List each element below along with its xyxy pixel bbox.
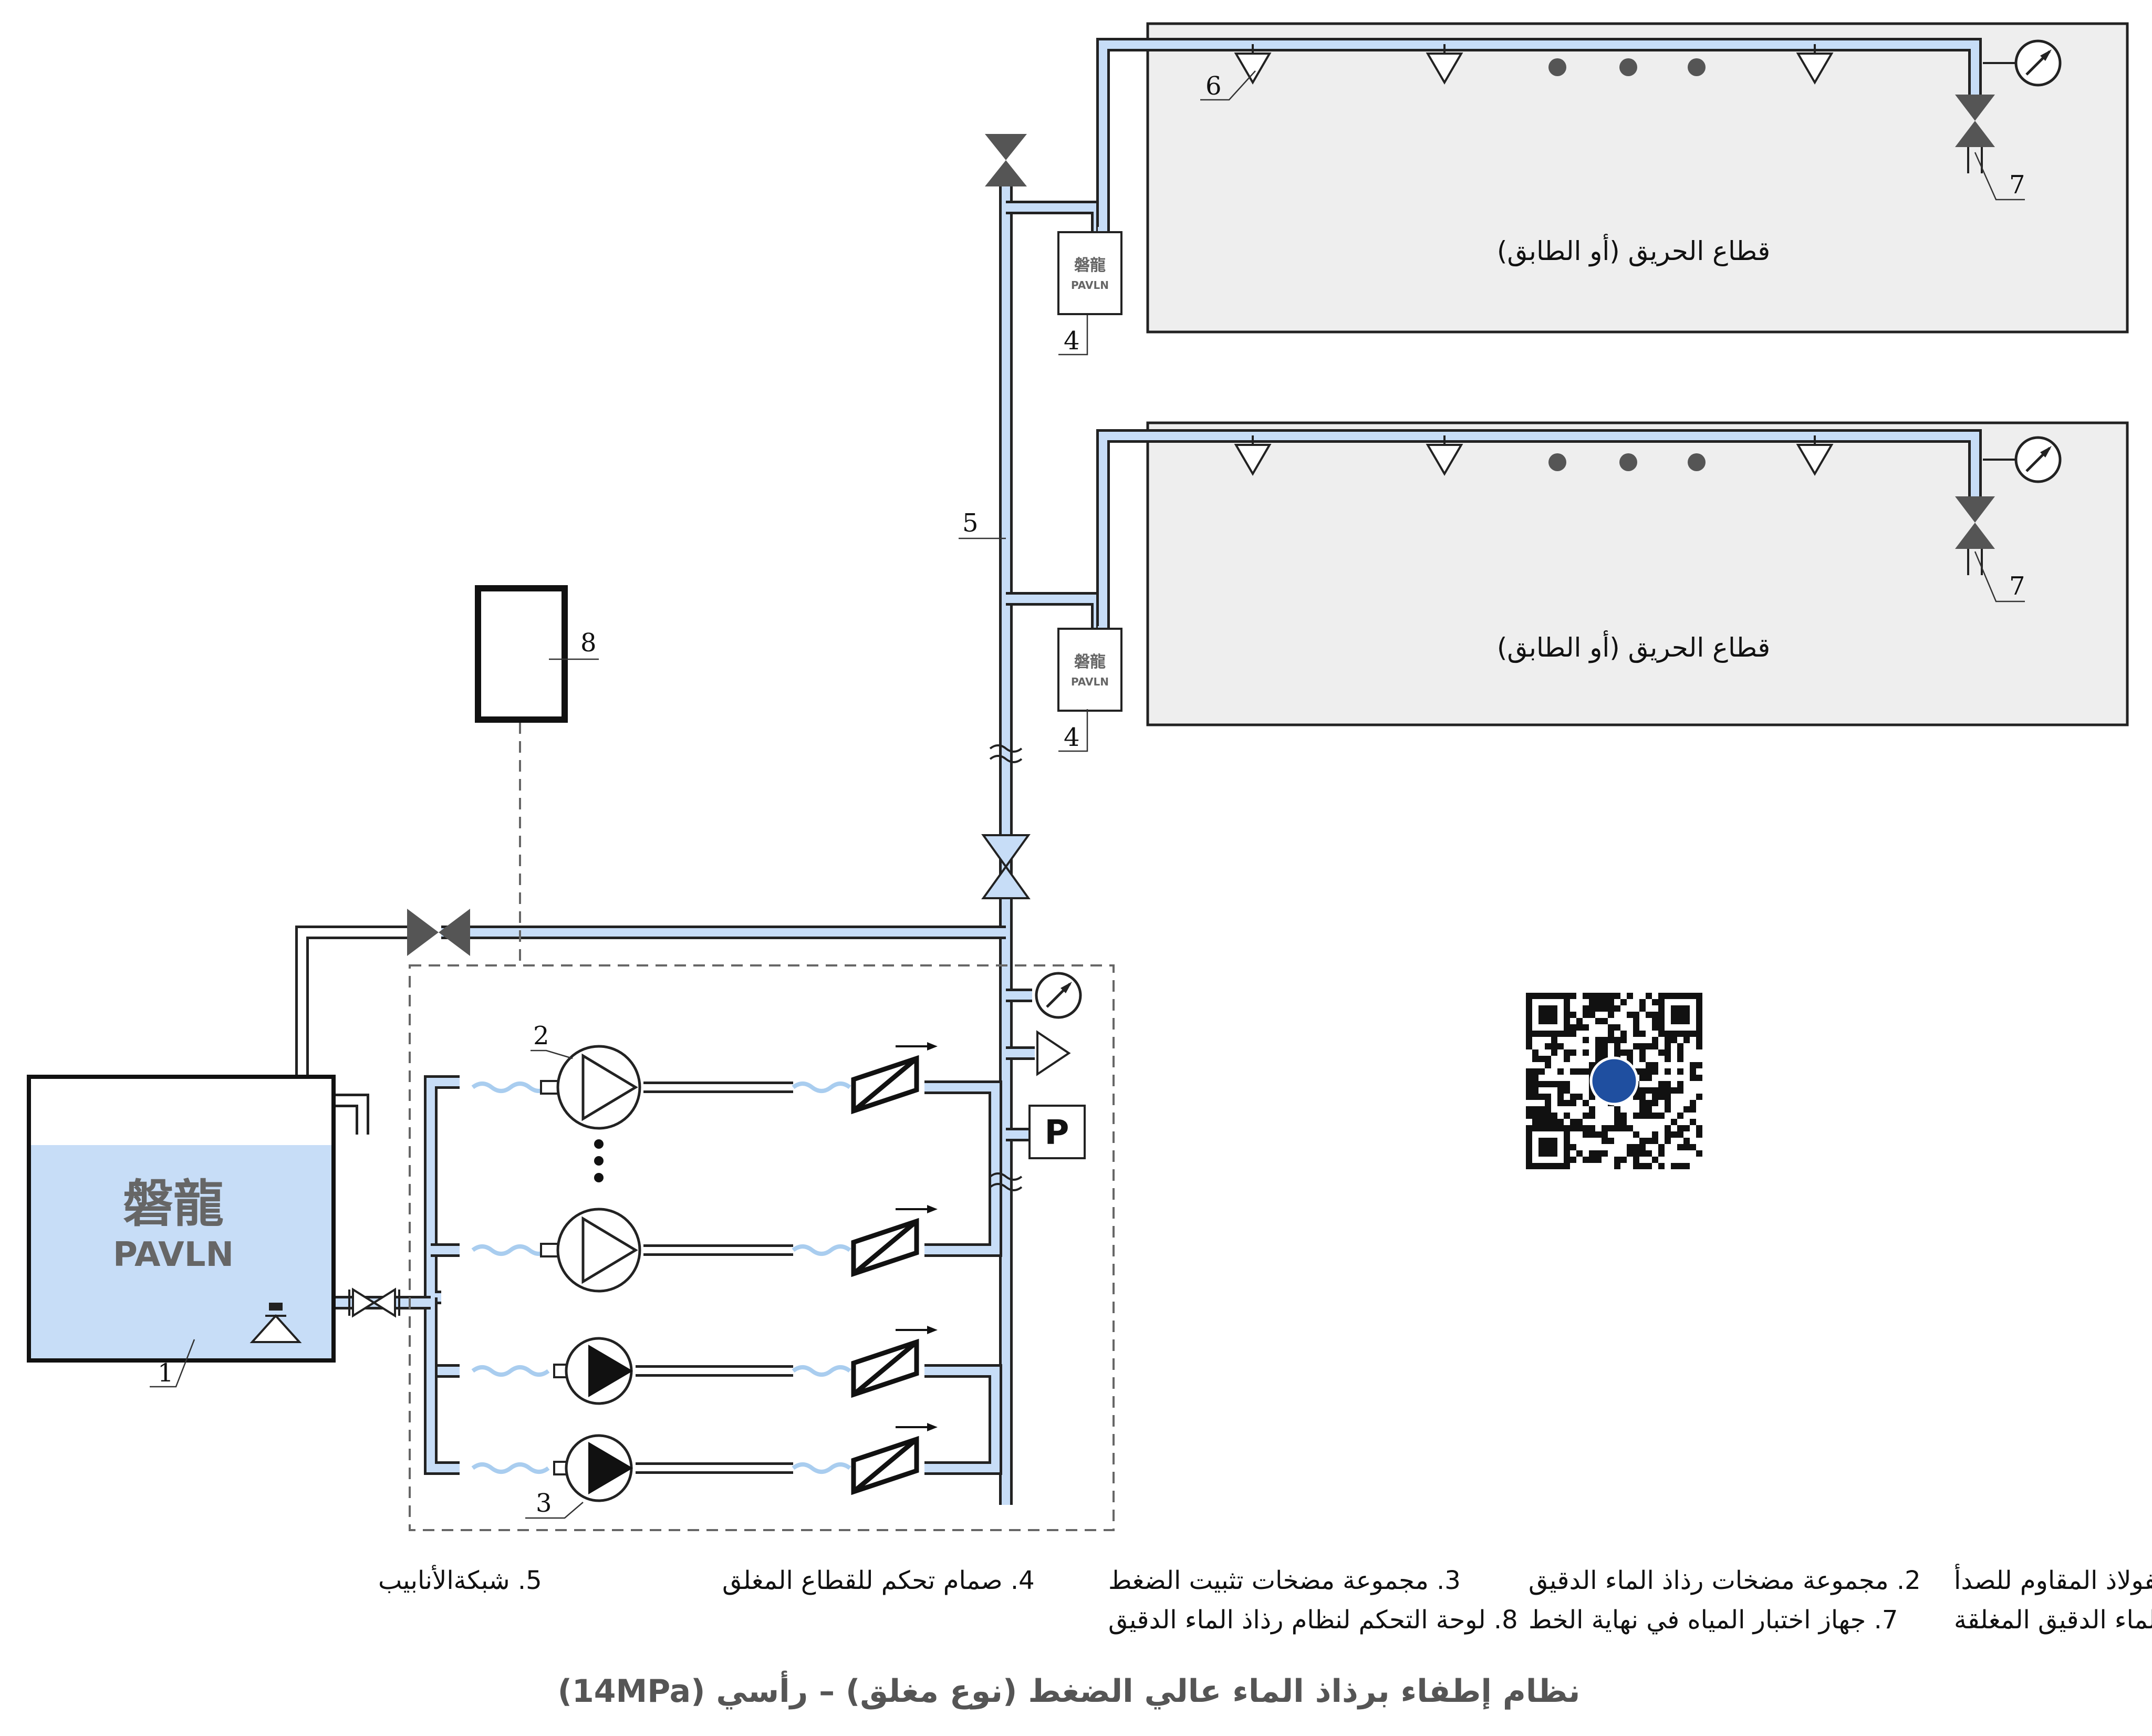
pump-outlet-lines (636, 1082, 793, 1474)
fire-zone-1-label: قطاع الحريق (أو الطابق) (1497, 234, 1770, 267)
legend-item-1: 1. خزان مياه من الفولاذ المقاوم للصدأ (1954, 1564, 2152, 1595)
callout-4b: 4 (1064, 723, 1080, 752)
zone-control-valve-2 (1057, 628, 1122, 712)
tank-brand-cjk: 磐龍 (123, 1174, 224, 1233)
end-test-valve-1 (1955, 95, 1995, 173)
callout-2: 2 (533, 1021, 549, 1051)
stabilizer-pump-1 (553, 1337, 633, 1405)
pump-ellipsis (594, 1139, 604, 1182)
fire-zone-1: قطاع الحريق (أو الطابق) (1146, 22, 2129, 334)
main-riser-valve-icon (981, 834, 1031, 899)
legend-item-8: 8. لوحة التحكم لنظام رذاذ الماء الدقيق (1108, 1605, 1518, 1635)
callout-7b: 7 (2009, 571, 2025, 601)
callout-4a: 4 (1064, 326, 1080, 356)
callout-3: 3 (536, 1489, 552, 1518)
legend-item-7: 7. جهاز اختبار المياه في نهاية الخط (1529, 1605, 1898, 1635)
check-valve-icon (854, 1042, 938, 1492)
callout-leaders (150, 70, 2025, 1519)
pump-skid-boundary (409, 722, 1115, 1531)
callout-8: 8 (580, 628, 597, 658)
end-test-valve-2 (1955, 496, 1995, 575)
legend-item-3: 3. مجموعة مضخات تثبيت الضغط (1108, 1566, 1461, 1595)
riser-top-valve-icon (985, 134, 1027, 186)
diagram-title: نظام إطفاء برذاذ الماء عالي الضغط (نوع م… (558, 1670, 1581, 1710)
fire-zone-2: قطاع الحريق (أو الطابق) (1146, 421, 2129, 726)
qr-code-icon (1526, 993, 1702, 1169)
tank-brand-latin: PAVLN (113, 1235, 234, 1274)
stabilizer-pump-2 (553, 1434, 633, 1502)
relief-valve-icon (1036, 1030, 1071, 1076)
foot-valve-icon (249, 1314, 302, 1343)
outlet-gauge (1036, 973, 1080, 1017)
legend-item-4: 4. صمام تحكم للقطاع المغلق (722, 1566, 1035, 1595)
bypass-valve-icon (407, 909, 470, 956)
main-pump-2 (540, 1208, 641, 1293)
main-pump-1 (540, 1045, 641, 1130)
pipe-break-marks (989, 744, 1023, 1191)
legend-item-6: 6. رشاشات رذاذ الماء الدقيق المغلقة (1954, 1605, 2152, 1635)
fire-zone-2-label: قطاع الحريق (أو الطابق) (1497, 630, 1770, 663)
suction-valve-icon (348, 1287, 400, 1318)
legend: 1. خزان مياه من الفولاذ المقاوم للصدأ 2.… (378, 1564, 2152, 1635)
pressure-switch: P (1028, 1105, 1086, 1159)
legend-item-2: 2. مجموعة مضخات رذاذ الماء الدقيق (1529, 1566, 1921, 1595)
water-tank: 磐龍 PAVLN (27, 1075, 336, 1363)
zone-control-valve-1 (1057, 231, 1122, 315)
pressure-switch-label: P (1045, 1114, 1069, 1152)
callout-5: 5 (962, 508, 979, 538)
flexible-hose-icon (471, 1082, 851, 1474)
legend-item-5: 5. شبكةالأنابيب (378, 1564, 542, 1595)
control-panel (475, 585, 568, 723)
sprinkler-ellipsis (1548, 58, 1706, 471)
callout-1: 1 (158, 1358, 174, 1388)
end-gauge-links (1983, 62, 2016, 461)
callout-7a: 7 (2009, 170, 2025, 200)
callout-6: 6 (1205, 71, 1222, 101)
